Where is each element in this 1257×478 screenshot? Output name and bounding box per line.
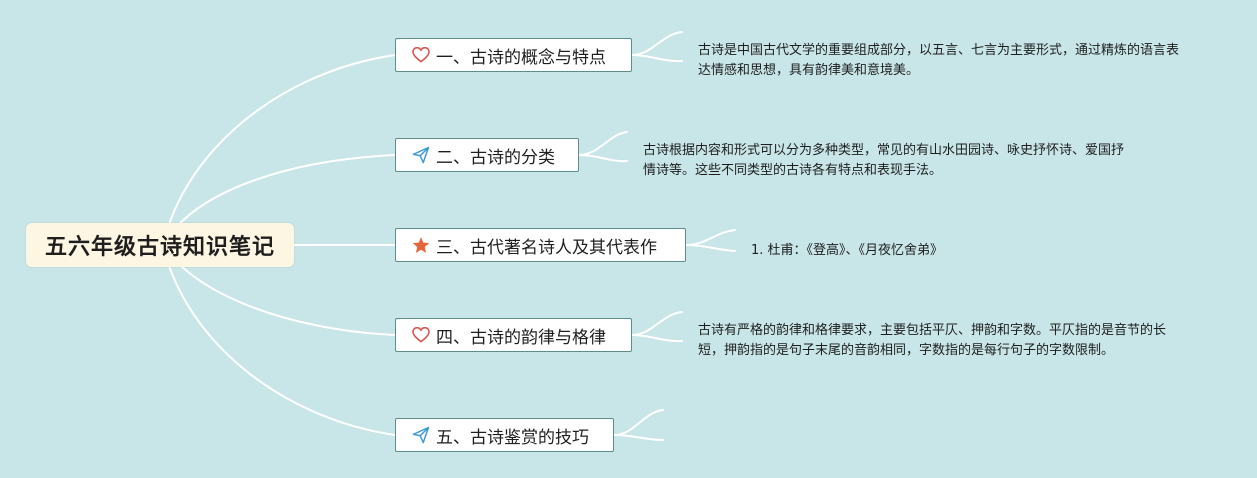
connector-topic-4-note bbox=[631, 311, 683, 343]
topic-4-note: 古诗有严格的韵律和格律要求，主要包括平仄、押韵和字数。平仄指的是音节的长短，押韵… bbox=[698, 323, 1167, 358]
topic-2-note: 古诗根据内容和形式可以分为多种类型，常见的有山水田园诗、咏史抒怀诗、爱国抒情诗等… bbox=[643, 143, 1125, 178]
root-title: 五六年级古诗知识笔记 bbox=[44, 235, 275, 260]
connector-root-topic-1 bbox=[162, 54, 396, 246]
connector-topic-2-note bbox=[578, 131, 628, 163]
paper-plane-icon bbox=[412, 426, 430, 444]
topic-1-label: 一、古诗的概念与特点 bbox=[436, 47, 606, 68]
topic-2[interactable]: 二、古诗的分类 bbox=[395, 138, 579, 172]
heart-icon bbox=[412, 326, 430, 344]
topic-3[interactable]: 三、古代著名诗人及其代表作 bbox=[395, 228, 686, 262]
connector-topic-1-note bbox=[631, 31, 683, 63]
connector-root-topic-5 bbox=[162, 244, 396, 436]
topic-1[interactable]: 一、古诗的概念与特点 bbox=[395, 38, 632, 72]
topic-3-label: 三、古代著名诗人及其代表作 bbox=[436, 237, 657, 258]
topic-4-label: 四、古诗的韵律与格律 bbox=[436, 327, 606, 348]
star-icon bbox=[412, 236, 430, 254]
paper-plane-icon bbox=[412, 146, 430, 164]
root-topic[interactable]: 五六年级古诗知识笔记 bbox=[26, 223, 294, 267]
connector-topic-3-note bbox=[685, 229, 736, 252]
topic-4[interactable]: 四、古诗的韵律与格律 bbox=[395, 318, 632, 352]
connector-topic-5-note bbox=[613, 409, 664, 441]
topic-5-label: 五、古诗鉴赏的技巧 bbox=[436, 427, 589, 448]
topic-1-note: 古诗是中国古代文学的重要组成部分，以五言、七言为主要形式，通过精炼的语言表达情感… bbox=[698, 43, 1180, 78]
topic-2-label: 二、古诗的分类 bbox=[436, 147, 555, 168]
heart-icon bbox=[412, 46, 430, 64]
topic-5[interactable]: 五、古诗鉴赏的技巧 bbox=[395, 418, 614, 452]
topic-3-note: 1. 杜甫：《登高》、《月夜忆舍弟》 bbox=[751, 243, 944, 258]
